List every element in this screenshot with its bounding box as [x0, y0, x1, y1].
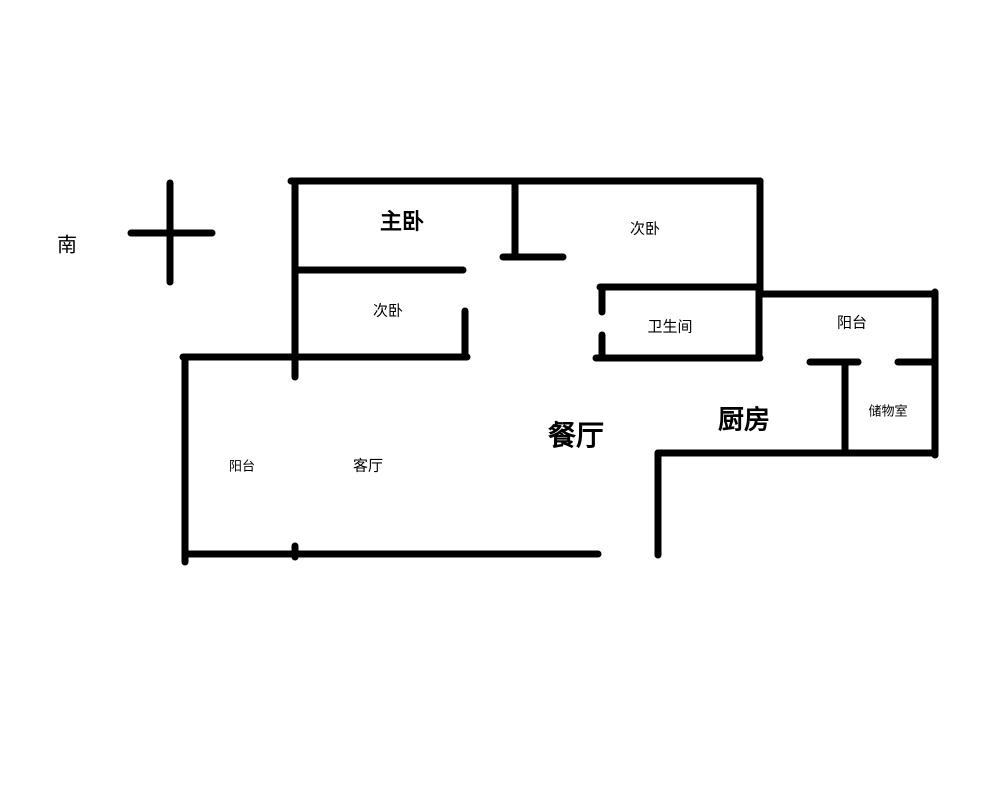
room-label-bathroom: 卫生间	[647, 317, 693, 336]
walls	[179, 177, 939, 566]
room-label-master-bedroom: 主卧	[379, 210, 425, 235]
room-label-balcony-left: 阳台	[228, 459, 256, 475]
compass-south-label: 南	[57, 232, 77, 257]
room-label-balcony-right: 阳台	[836, 313, 868, 332]
room-label-dining-room: 餐厅	[547, 419, 605, 452]
room-label-kitchen: 厨房	[717, 405, 771, 436]
room-label-storage: 储物室	[868, 404, 908, 420]
compass-cross-icon	[127, 179, 216, 286]
room-label-second-bedroom-left: 次卧	[372, 301, 404, 320]
room-label-second-bedroom-right: 次卧	[629, 219, 661, 238]
room-label-living-room: 客厅	[352, 456, 384, 475]
